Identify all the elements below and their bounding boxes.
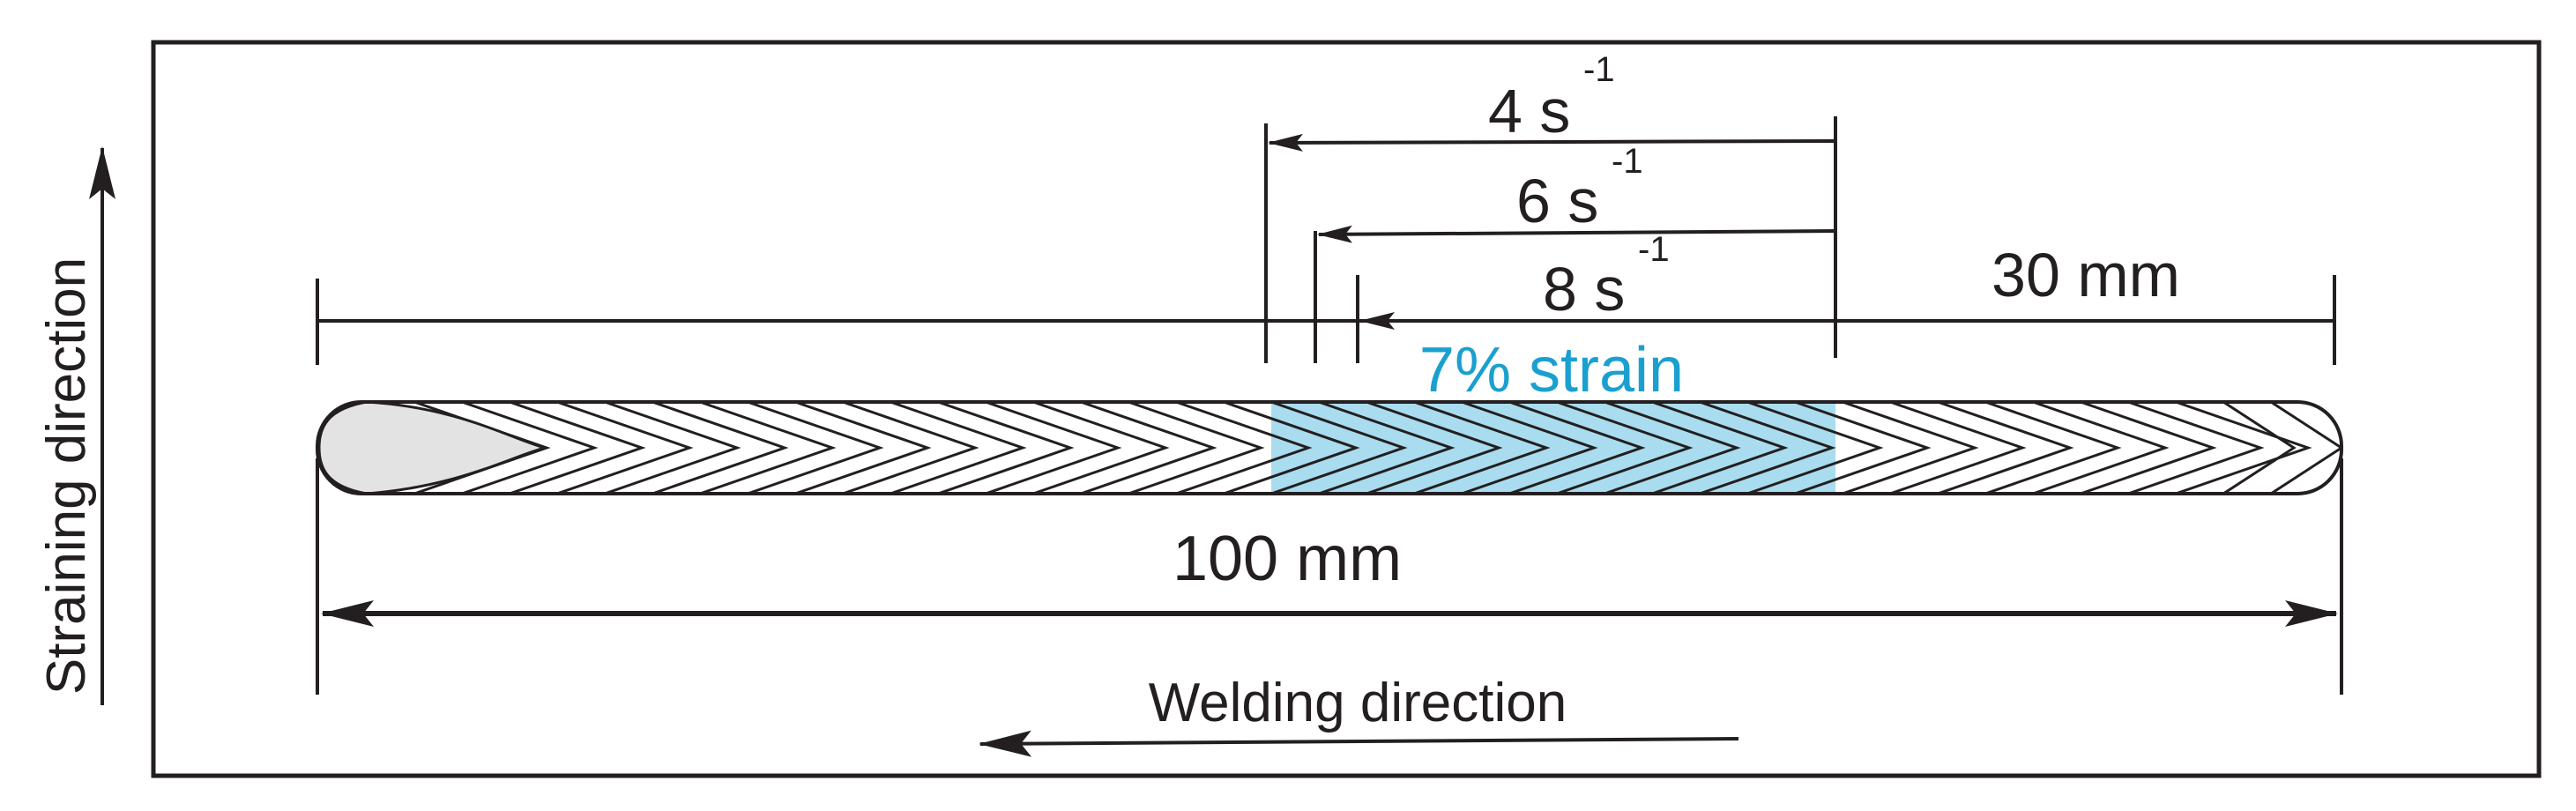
weld-ripple: [2032, 402, 2170, 494]
weld-bead-outline: [316, 400, 2343, 495]
arrow-left-icon: [979, 730, 1739, 757]
weld-ripple: [1937, 402, 2074, 494]
weld-ripple: [1223, 402, 1360, 494]
weld-ripple: [937, 402, 1075, 494]
weld-ripple: [1461, 402, 1598, 494]
weld-ripple: [1413, 402, 1551, 494]
total-length-dimension: 100 mm: [316, 458, 2343, 695]
weld-ripple: [1508, 402, 1646, 494]
weld-ripple: [1842, 402, 1979, 494]
end-length-dimension: 30 mm: [316, 241, 2336, 365]
weld-ripple: [1318, 402, 1456, 494]
total-length-label: 100 mm: [1173, 524, 1402, 594]
strain-label: 7% strain: [1419, 335, 1684, 406]
strain-rate-arrows: 4 s -1 6 s -1 8 s -1: [1264, 50, 1837, 363]
weld-ripple: [2222, 402, 2297, 494]
weld-ripple: [1270, 402, 1408, 494]
weld-ripple: [1128, 402, 1265, 494]
rate-4-label: 4 s: [1488, 77, 1570, 145]
weld-ripple: [1746, 402, 1884, 494]
weld-ripple: [1699, 402, 1836, 494]
weld-ripple: [747, 402, 884, 494]
end-length-label: 30 mm: [1992, 241, 2180, 309]
weld-ripple: [651, 402, 789, 494]
rate-4-exponent: -1: [1583, 50, 1615, 89]
rate-6-label: 6 s: [1516, 167, 1598, 235]
weld-ripple: [1889, 402, 2027, 494]
straining-direction-label: Straining direction: [36, 257, 97, 695]
weld-start-crater: [317, 402, 550, 494]
weld-ripple: [1604, 402, 1741, 494]
weld-ripple: [699, 402, 837, 494]
weld-ripple: [461, 402, 599, 494]
weld-ripple: [509, 402, 646, 494]
weld-ripple: [794, 402, 932, 494]
rate-6-exponent: -1: [1612, 142, 1643, 181]
weld-ripple: [1794, 402, 1932, 494]
weld-ripple: [1080, 402, 1217, 494]
weld-ripple: [1032, 402, 1170, 494]
weld-ripple: [1366, 402, 1503, 494]
weld-ripple: [890, 402, 1027, 494]
weld-bead: [317, 402, 2341, 494]
weld-ripples: [413, 402, 2341, 494]
weld-ripple: [1651, 402, 1789, 494]
weld-ripple: [556, 402, 694, 494]
weld-ripple: [842, 402, 979, 494]
weld-ripple: [2127, 402, 2265, 494]
weld-ripple: [2175, 402, 2312, 494]
welding-direction-label: Welding direction: [1149, 673, 1567, 733]
diagram-frame: [151, 40, 2542, 778]
weld-ripple: [604, 402, 741, 494]
straining-direction-indicator: Straining direction: [36, 146, 115, 705]
weld-ripple: [985, 402, 1122, 494]
rate-8-label: 8 s: [1543, 255, 1625, 324]
welding-direction-indicator: Welding direction: [979, 673, 1739, 757]
rate-8-exponent: -1: [1638, 230, 1670, 269]
weld-ripple: [2270, 402, 2341, 494]
weld-ripple: [1984, 402, 2122, 494]
rate-4-arrow: [1268, 133, 1836, 152]
weld-ripple: [1175, 402, 1313, 494]
rate-6-arrow: [1317, 225, 1836, 243]
weld-ripple: [2080, 402, 2217, 494]
weld-ripple: [1556, 402, 1694, 494]
